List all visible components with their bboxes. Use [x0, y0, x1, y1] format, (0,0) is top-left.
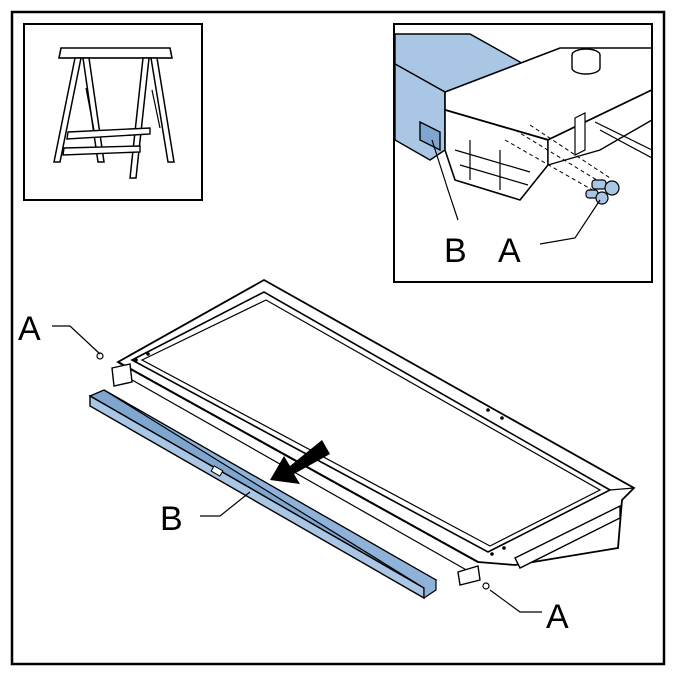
detail-rail-profile [395, 33, 651, 205]
detail-inset: B A [393, 23, 653, 283]
main-label-b: B [160, 500, 183, 538]
screw-icon [96, 352, 490, 590]
move-direction-arrow-icon [270, 440, 330, 484]
detail-label-a: A [498, 232, 521, 270]
detail-label-b: B [444, 232, 467, 270]
main-label-a-left: A [18, 310, 41, 348]
outer-frame [10, 10, 666, 666]
sawhorse-inset [23, 23, 203, 201]
main-label-a-right: A [546, 598, 569, 636]
sawhorse-icon [53, 47, 175, 179]
main-frame-assembly [96, 278, 636, 590]
blue-rail-b [88, 389, 438, 600]
